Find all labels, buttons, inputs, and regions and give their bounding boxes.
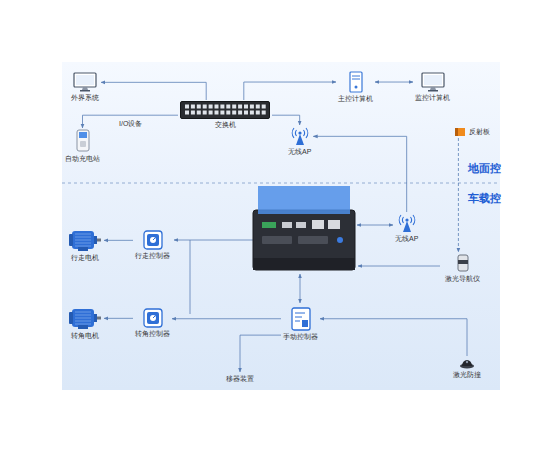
connector xyxy=(320,319,467,356)
charging-station-icon xyxy=(75,129,91,153)
manual-controller: 手动控制器 xyxy=(281,306,320,342)
node-label: 转角电机 xyxy=(71,332,99,340)
drive-motor-icon xyxy=(68,228,102,252)
main-computer: 主控计算机 xyxy=(336,70,375,104)
wireless-ap-icon xyxy=(291,126,309,146)
vehicle-controller xyxy=(253,186,355,270)
connector xyxy=(240,335,281,372)
connector xyxy=(244,82,336,100)
connector xyxy=(104,318,133,319)
connector xyxy=(172,318,281,319)
laser-navigator: 激光导航仪 xyxy=(443,252,482,284)
connector xyxy=(375,82,413,83)
steer-controller-icon xyxy=(143,308,163,328)
main-computer-icon xyxy=(348,71,364,93)
steer-motor: 转角电机 xyxy=(66,305,104,341)
wireless-ap-icon xyxy=(398,213,416,233)
laser-bumper: 激光防撞 xyxy=(451,356,483,380)
node-label: 移器装置 xyxy=(226,375,254,383)
network-switch: 交换机 xyxy=(178,100,272,130)
region-label: 地面控 xyxy=(468,161,501,176)
drive-controller-icon xyxy=(143,230,163,250)
node-label: 行走控制器 xyxy=(135,252,170,260)
charging-station: 自动充电站 xyxy=(63,128,102,164)
node-label: 主控计算机 xyxy=(338,95,373,103)
steer-motor-icon xyxy=(68,306,102,330)
manual-controller-icon xyxy=(290,307,312,331)
node-label: 自动充电站 xyxy=(65,155,100,163)
node-label: 外界系统 xyxy=(71,94,99,102)
node-label: 手动控制器 xyxy=(283,333,318,341)
edge-label: I/O设备 xyxy=(118,119,143,129)
node-label: 监控计算机 xyxy=(415,94,450,102)
node-label: 反射板 xyxy=(469,128,490,136)
reflector-icon xyxy=(454,127,466,137)
reflector: 反射板 xyxy=(452,126,492,138)
external-system-icon xyxy=(73,72,97,92)
drive-motor: 行走电机 xyxy=(66,227,104,263)
monitor-computer-icon xyxy=(421,72,445,92)
connector xyxy=(313,136,406,212)
node-label: 行走电机 xyxy=(71,254,99,262)
connector xyxy=(458,138,459,252)
wireless-ap: 无线AP xyxy=(393,212,420,244)
node-label: 激光防撞 xyxy=(453,371,481,379)
node-label: 无线AP xyxy=(395,235,418,243)
drive-controller: 行走控制器 xyxy=(133,229,172,261)
controller-lid xyxy=(258,186,350,214)
node-label: 激光导航仪 xyxy=(445,275,480,283)
connector xyxy=(83,115,179,128)
monitor-computer: 监控计算机 xyxy=(413,71,452,103)
node-label: 转角控制器 xyxy=(135,330,170,338)
connector xyxy=(101,82,206,100)
laser-navigator-icon xyxy=(456,253,470,273)
connector xyxy=(104,240,133,241)
external-system: 外界系统 xyxy=(69,71,101,103)
connector xyxy=(272,115,300,125)
network-switch-icon xyxy=(180,101,270,119)
controller-wiring xyxy=(174,225,440,314)
divider-line xyxy=(62,183,500,184)
node-label: 无线AP xyxy=(288,148,311,156)
node-label: 交换机 xyxy=(215,121,236,129)
wireless-ap: 无线AP xyxy=(286,125,313,157)
region-label: 车载控 xyxy=(468,191,501,206)
steer-controller: 转角控制器 xyxy=(133,307,172,339)
shift-device: 移器装置 xyxy=(224,372,256,384)
laser-bumper-icon xyxy=(459,357,475,369)
